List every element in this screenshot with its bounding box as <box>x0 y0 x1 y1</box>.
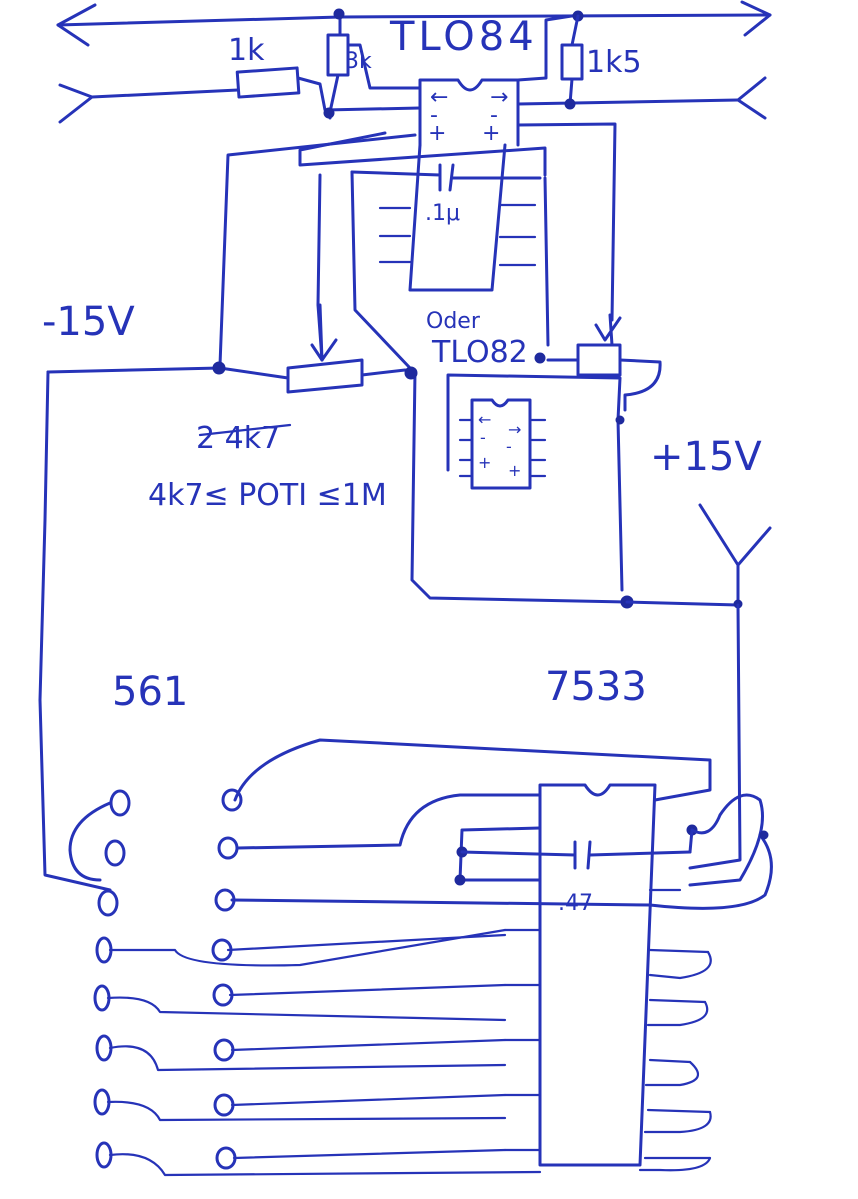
svg-text:→: → <box>508 420 521 439</box>
svg-text:+: + <box>482 121 500 146</box>
label-opamp-top: TLO84 <box>389 14 538 60</box>
label-opamp-alt: TLO82 <box>431 335 528 370</box>
label-r1: 1k <box>228 33 265 68</box>
label-ic-561: 561 <box>112 669 188 715</box>
svg-text:-: - <box>506 437 512 456</box>
label-poti-range: 4k7≤ POTI ≤1M <box>148 478 387 513</box>
plus-rail: +15V <box>625 434 772 870</box>
label-cap-top: .1μ <box>425 201 460 226</box>
resistor-1k5: 1k5 <box>516 10 642 110</box>
ic-7533: .47 <box>503 783 712 1167</box>
wire-top-b <box>218 133 417 367</box>
svg-text:+: + <box>428 121 446 146</box>
wire-right-drop <box>446 373 624 592</box>
resistor-3k: 3k <box>323 8 422 120</box>
svg-text:-: - <box>480 428 486 447</box>
label-r3: 1k5 <box>586 45 642 80</box>
input-wire <box>90 88 240 99</box>
svg-text:+: + <box>508 461 521 480</box>
svg-text:←: ← <box>478 410 491 429</box>
label-r2: 3k <box>345 49 372 74</box>
svg-text:←: ← <box>430 85 448 110</box>
ic-tl084: TLO84 ← → - - + + .1μ <box>378 14 538 292</box>
potentiometer-left: 2 4k7 4k7≤ POTI ≤1M <box>148 303 387 513</box>
potentiometer-right <box>534 313 662 412</box>
svg-text:+: + <box>478 453 491 472</box>
minus-rail: -15V <box>38 299 290 892</box>
output-arrow-right <box>736 76 767 120</box>
output-wire <box>516 98 740 106</box>
label-poti-old: 2 4k7 <box>196 421 280 456</box>
capacitor-bottom <box>454 824 698 886</box>
wire-mid-loop <box>360 368 629 604</box>
svg-text:→: → <box>490 85 508 110</box>
bus-arrow-left <box>56 3 97 47</box>
svg-text:-: - <box>430 103 438 128</box>
wire-pin-cap <box>236 793 542 850</box>
capacitor-top <box>350 163 542 192</box>
wire-loop-right-c <box>230 833 773 910</box>
label-minus-supply: -15V <box>42 299 135 345</box>
ic-tl082: Oder TLO82 ← → - - + + <box>426 309 547 490</box>
bus-arrow-right <box>740 0 772 37</box>
input-arrow-left <box>58 83 94 124</box>
svg-text:-: - <box>490 103 498 128</box>
bus-wires <box>106 928 712 1177</box>
wire-loop-right <box>233 738 712 802</box>
label-plus-supply: +15V <box>650 434 762 480</box>
wire-pin-loop <box>68 801 112 882</box>
ic-561-pins <box>93 788 243 1170</box>
wire-top-a <box>298 131 547 177</box>
wire-top-c <box>516 122 617 322</box>
wire-loop-right-b <box>688 793 764 887</box>
label-ic-7533: 7533 <box>545 664 647 710</box>
wire-top-f <box>543 176 550 347</box>
wire-top-e <box>350 170 412 370</box>
label-oder: Oder <box>426 309 481 334</box>
resistor-1k: 1k <box>228 33 422 112</box>
